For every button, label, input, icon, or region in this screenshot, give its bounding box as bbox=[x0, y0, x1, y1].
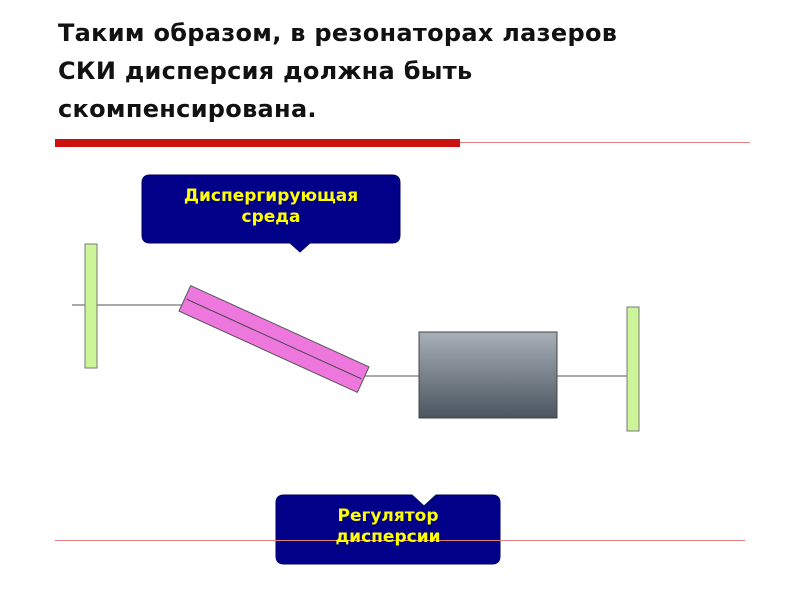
gain-element bbox=[418, 331, 558, 419]
title-line-2: СКИ дисперсия должна быть bbox=[58, 57, 473, 85]
callout-top-line-2: среда bbox=[241, 207, 301, 227]
slide-title: Таким образом, в резонаторах лазеров СКИ… bbox=[58, 14, 758, 128]
callout-top-line-1: Диспергирующая bbox=[183, 186, 359, 206]
title-underline-thick bbox=[55, 139, 460, 147]
title-line-3: скомпенсирована. bbox=[58, 95, 317, 123]
callout-top-box bbox=[141, 174, 401, 253]
right-mirror bbox=[626, 306, 640, 432]
bottom-divider bbox=[55, 540, 745, 541]
callout-bottom-line-1: Регулятор bbox=[337, 506, 439, 526]
title-underline-thin bbox=[460, 142, 750, 143]
left-mirror bbox=[84, 243, 98, 369]
callout-top-label: Диспергирующая среда bbox=[142, 186, 400, 228]
dispersive-medium bbox=[178, 284, 370, 394]
title-line-1: Таким образом, в резонаторах лазеров bbox=[58, 19, 618, 47]
callout-bottom-box bbox=[275, 494, 501, 565]
callout-bottom-line-2: дисперсии bbox=[335, 527, 441, 547]
callout-bottom-label: Регулятор дисперсии bbox=[276, 506, 500, 548]
